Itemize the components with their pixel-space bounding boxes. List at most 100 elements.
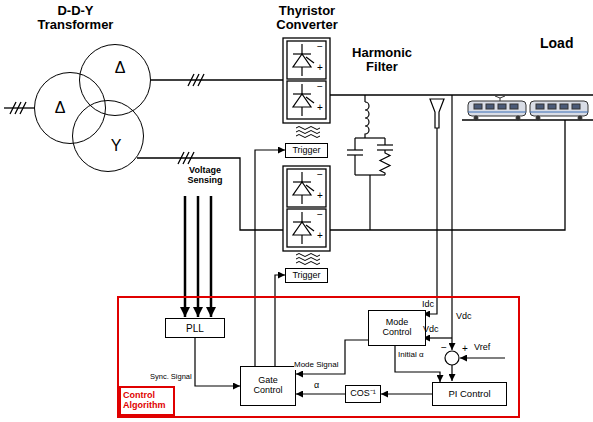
thyristor-converter bbox=[283, 38, 330, 251]
polarity-sign: − bbox=[317, 81, 323, 92]
block-label: Trigger bbox=[290, 271, 322, 281]
train-load bbox=[498, 104, 506, 109]
signal-arrow bbox=[255, 150, 285, 366]
ac-wiring bbox=[4, 107, 34, 108]
voltage-sensing-arrows bbox=[197, 196, 200, 317]
voltage-sensing-arrows bbox=[185, 196, 211, 317]
signal-name: Idc bbox=[422, 300, 434, 310]
ac-wiring bbox=[188, 74, 204, 86]
train-load bbox=[510, 104, 518, 109]
block-label: Mode Control bbox=[369, 318, 425, 338]
ac-wiring bbox=[10, 102, 26, 114]
signal-name: Voltage Sensing bbox=[176, 166, 234, 186]
voltage-sensing-arrows bbox=[210, 196, 213, 317]
train-load bbox=[468, 112, 526, 113]
block-label: COS⁻¹ bbox=[348, 389, 378, 399]
signal-arrow bbox=[395, 346, 440, 382]
ac-wiring bbox=[4, 74, 283, 230]
polarity-sign: − bbox=[317, 169, 323, 180]
polarity-sign: − bbox=[317, 41, 323, 52]
harmonic-filter bbox=[347, 95, 393, 230]
trigger-coupling bbox=[296, 135, 320, 138]
heading: Thyristor Converter bbox=[262, 4, 352, 33]
pll-block: PLL bbox=[165, 318, 225, 338]
thyristor-converter bbox=[287, 81, 326, 119]
dc-bus bbox=[330, 95, 593, 230]
edge-label: Mode Signal bbox=[294, 361, 338, 370]
mode-control-block: Mode Control bbox=[368, 310, 426, 346]
transformer-winding: Y bbox=[72, 100, 144, 172]
thyristor-symbol bbox=[293, 84, 314, 116]
thyristor-converter bbox=[287, 41, 326, 79]
dc-bus bbox=[462, 119, 593, 120]
trigger-coupling bbox=[296, 127, 320, 130]
harmonic-filter bbox=[347, 149, 363, 150]
edge-label: Sync. Signal bbox=[150, 373, 192, 381]
current-sensor bbox=[430, 99, 444, 128]
harmonic-filter bbox=[364, 95, 365, 102]
transformer-winding: Δ bbox=[34, 72, 106, 144]
polarity-sign: + bbox=[317, 102, 323, 113]
voltage-feedback bbox=[423, 95, 505, 381]
pi-control-block: PI Control bbox=[432, 382, 507, 406]
voltage-sensing-arrows bbox=[184, 196, 187, 317]
sum-sign: − bbox=[441, 342, 447, 353]
trigger-box: Trigger bbox=[285, 143, 328, 158]
train-load bbox=[468, 96, 588, 120]
trigger-coupling bbox=[296, 254, 320, 257]
train-load bbox=[474, 104, 482, 109]
harmonic-filter bbox=[354, 138, 355, 150]
harmonic-filter bbox=[384, 138, 385, 145]
thyristor-symbol bbox=[293, 172, 314, 204]
harmonic-filter bbox=[365, 102, 369, 138]
train-load bbox=[536, 116, 540, 120]
voltage-feedback bbox=[451, 95, 452, 350]
region-title: Control Algorithm bbox=[119, 386, 175, 416]
block-label: Trigger bbox=[290, 146, 322, 156]
dc-bus bbox=[330, 94, 593, 95]
thyristor-converter bbox=[283, 38, 330, 123]
block-label: PLL bbox=[184, 323, 206, 334]
ac-wiring bbox=[151, 79, 283, 80]
transformer-winding: Δ bbox=[79, 44, 151, 116]
voltage-feedback bbox=[445, 351, 459, 365]
edge-label: α bbox=[314, 381, 319, 391]
heading: Load bbox=[540, 36, 573, 51]
train-load bbox=[530, 112, 588, 113]
signal-name: Vref bbox=[474, 343, 490, 353]
harmonic-filter bbox=[369, 175, 370, 230]
ac-wiring bbox=[178, 152, 194, 164]
polarity-sign: + bbox=[317, 62, 323, 73]
trigger-coupling bbox=[296, 262, 320, 265]
train-load bbox=[474, 116, 478, 120]
trigger-coupling bbox=[296, 258, 320, 261]
current-sensor bbox=[423, 128, 437, 314]
train-load bbox=[560, 104, 568, 109]
train-load bbox=[468, 101, 526, 116]
signal-arrow bbox=[195, 338, 240, 386]
signal-arrow bbox=[275, 275, 285, 366]
polarity-sign: + bbox=[317, 190, 323, 201]
sum-sign: + bbox=[462, 343, 468, 354]
thyristor-symbol bbox=[293, 212, 314, 244]
harmonic-filter bbox=[354, 155, 355, 175]
train-load bbox=[548, 104, 556, 109]
trigger-coupling bbox=[296, 131, 320, 134]
arccos-block: COS⁻¹ bbox=[345, 385, 381, 403]
signal-name: Vdc bbox=[423, 325, 439, 335]
current-sensor bbox=[423, 99, 444, 314]
train-load bbox=[572, 104, 580, 109]
thyristor-converter bbox=[287, 169, 326, 207]
heading: Harmonic Filter bbox=[342, 46, 422, 75]
thyristor-converter bbox=[283, 166, 330, 251]
train-load bbox=[536, 104, 544, 109]
polarity-sign: + bbox=[317, 230, 323, 241]
signal-name: Vdc bbox=[456, 312, 472, 322]
winding-symbol: Δ bbox=[115, 59, 126, 77]
train-load bbox=[486, 104, 494, 109]
train-load bbox=[578, 116, 582, 120]
gate-control-block: Gate Control bbox=[240, 366, 296, 406]
